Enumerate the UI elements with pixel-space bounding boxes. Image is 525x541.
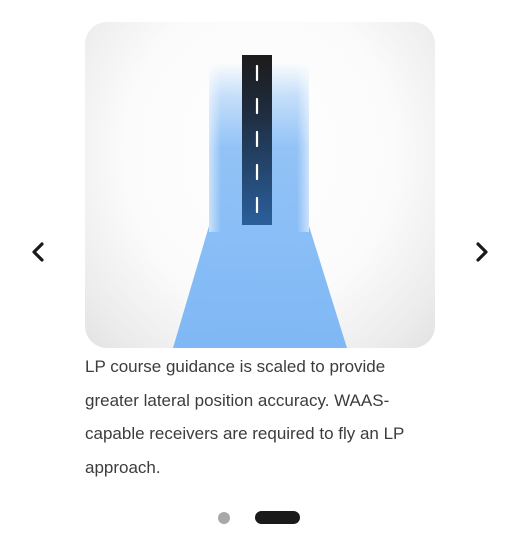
- pagination-dot-1[interactable]: [218, 512, 230, 524]
- lp-approach-runway-illustration: [173, 55, 347, 348]
- slide-caption: LP course guidance is scaled to provide …: [85, 357, 405, 477]
- next-slide-button[interactable]: [468, 238, 496, 266]
- slide-illustration-card: [85, 22, 435, 348]
- pagination-dot-2-active[interactable]: [255, 511, 300, 524]
- chevron-right-icon: [476, 242, 488, 262]
- carousel-pagination: [0, 511, 525, 525]
- chevron-left-icon: [32, 242, 44, 262]
- prev-slide-button[interactable]: [24, 238, 52, 266]
